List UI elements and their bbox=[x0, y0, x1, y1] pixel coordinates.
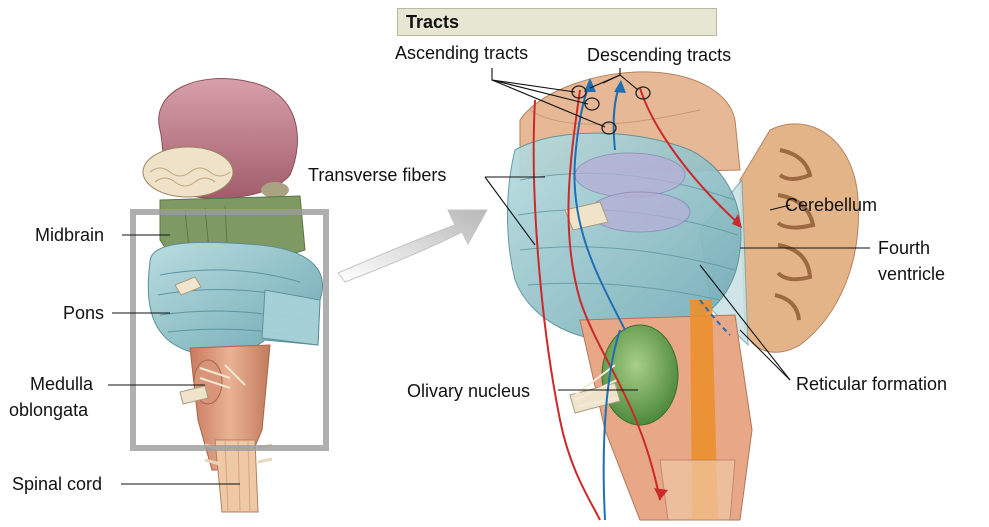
label-fourth-ventricle-line1: Fourth bbox=[878, 238, 930, 258]
label-reticular-formation: Reticular formation bbox=[796, 374, 947, 394]
label-cerebellum: Cerebellum bbox=[785, 195, 877, 215]
zoom-arrow bbox=[338, 210, 487, 282]
label-fourth-ventricle-line2: ventricle bbox=[878, 264, 945, 284]
tracts-title: Tracts bbox=[406, 12, 459, 33]
right-brainstem bbox=[508, 72, 859, 520]
label-midbrain: Midbrain bbox=[35, 225, 104, 245]
label-olivary-nucleus: Olivary nucleus bbox=[407, 381, 530, 401]
label-medulla-line1: Medulla bbox=[30, 374, 93, 394]
label-transverse-fibers: Transverse fibers bbox=[308, 165, 446, 185]
tracts-legend-box: Tracts bbox=[397, 8, 717, 36]
label-ascending-tracts: Ascending tracts bbox=[395, 43, 528, 63]
label-medulla-line2: oblongata bbox=[9, 400, 88, 420]
label-descending-tracts: Descending tracts bbox=[587, 45, 731, 65]
label-spinal-cord: Spinal cord bbox=[12, 474, 102, 494]
label-pons: Pons bbox=[63, 303, 104, 323]
